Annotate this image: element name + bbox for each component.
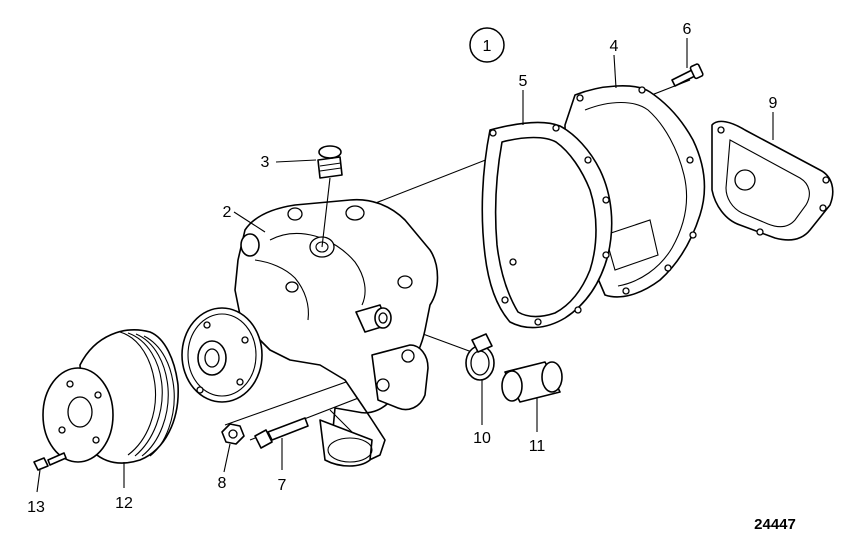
screw-part [671, 63, 704, 87]
belt-pulley-part [42, 329, 179, 464]
callout-10: 10 [473, 430, 491, 447]
callout-11: 11 [529, 438, 546, 455]
plug-part [317, 145, 343, 248]
callout-4: 4 [610, 38, 619, 55]
callout-labels: 2 3 4 5 6 7 8 9 10 11 12 13 [27, 21, 777, 516]
nut-part [221, 423, 245, 445]
pulley-screw-part [33, 452, 67, 471]
callout-3: 3 [261, 154, 270, 171]
bolt-part [254, 417, 309, 449]
hose-clamp-part [465, 333, 495, 381]
flange-gasket-part [711, 120, 834, 241]
group-number-text: 1 [483, 38, 492, 55]
callout-6: 6 [683, 21, 692, 38]
callout-7: 7 [278, 477, 287, 494]
figure-number: 24447 [754, 516, 796, 533]
callout-12: 12 [115, 495, 133, 512]
callout-9: 9 [769, 95, 778, 112]
group-number-badge: 1 [469, 27, 505, 63]
callout-5: 5 [519, 73, 528, 90]
callout-2: 2 [223, 204, 232, 221]
water-pump-housing-part [181, 198, 439, 467]
callout-8: 8 [218, 475, 227, 492]
callout-leaders [36, 38, 774, 493]
hose-part [501, 361, 563, 403]
gasket-part [481, 121, 613, 329]
callout-13: 13 [27, 499, 45, 516]
